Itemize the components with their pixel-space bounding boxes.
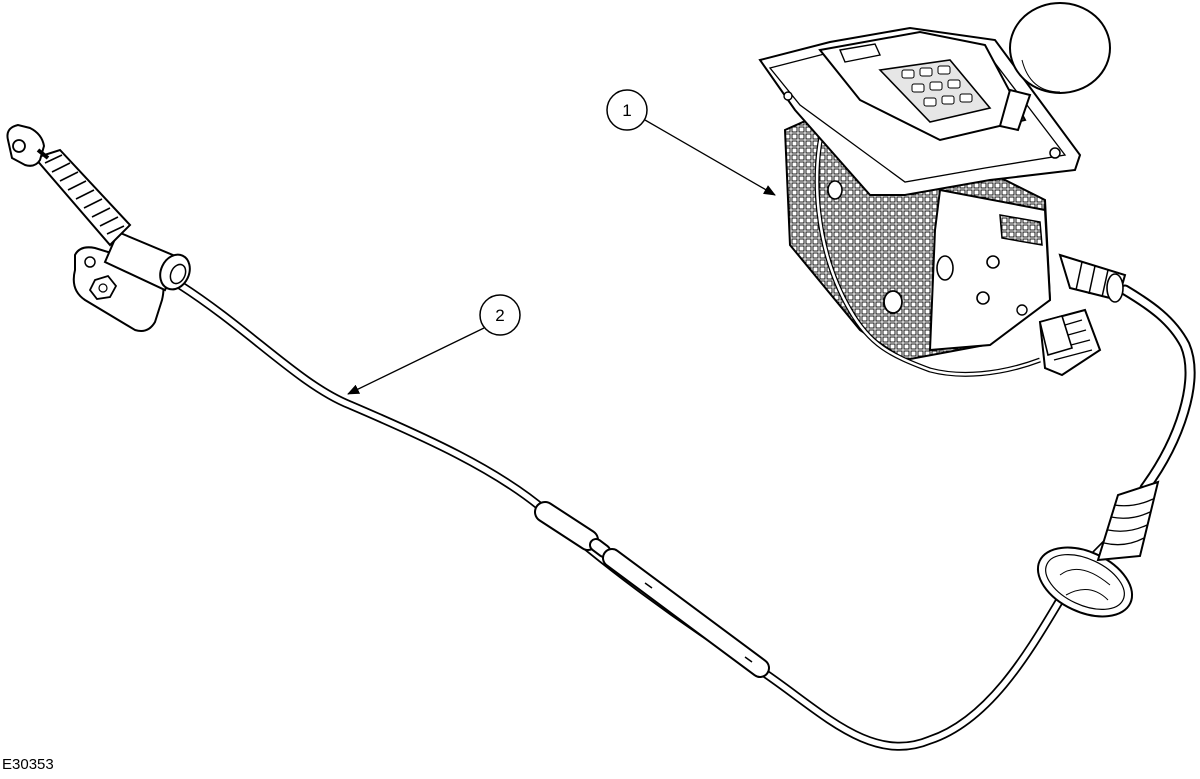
selector-cable (6, 123, 1196, 751)
callout-1: 1 (606, 89, 776, 196)
gear-shifter-assembly (758, 2, 1111, 377)
cable-sleeve-2 (602, 548, 770, 678)
cable-bellows-boot (1096, 480, 1160, 562)
cable-grommet (1036, 546, 1134, 618)
leader-line-2 (347, 327, 485, 395)
callout-2-label: 2 (495, 306, 504, 325)
electrical-connector (1038, 308, 1102, 377)
leader-line-1 (644, 119, 776, 196)
gear-indicator-window (878, 59, 992, 123)
figure-reference-code: E30353 (2, 756, 54, 773)
cable-transmission-end (6, 123, 191, 332)
cable-end-fitting-shifter (1058, 253, 1127, 303)
callout-1-label: 1 (622, 101, 631, 120)
cable-sleeve-1 (534, 501, 611, 558)
callout-2: 2 (347, 294, 521, 395)
gear-knob (1009, 2, 1111, 94)
